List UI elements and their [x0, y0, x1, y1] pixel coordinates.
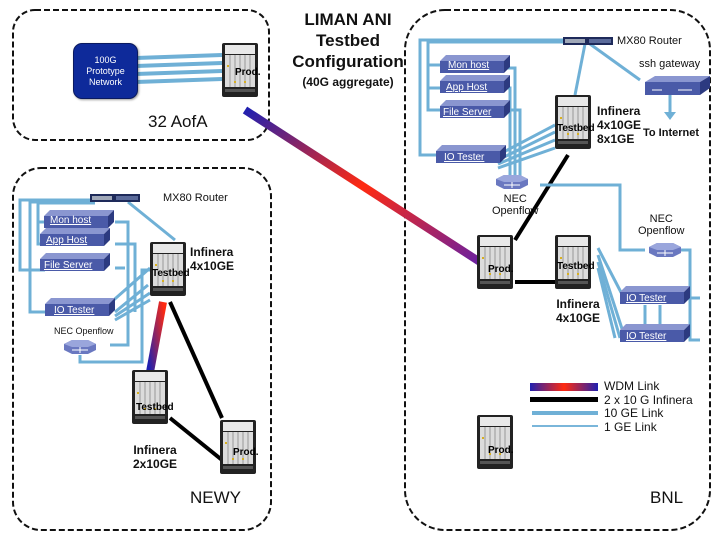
infinera-link-newy-1 [168, 301, 224, 419]
bnl-nec-openflow-switch-1[interactable] [495, 174, 529, 190]
wdm-link-newy-testbeds [146, 301, 167, 373]
bnl-testbed-top-chassis[interactable] [554, 94, 592, 150]
openflow-line: Openflow [638, 225, 685, 237]
bnl-mon-host-label: Mon host [448, 60, 490, 71]
arrow-to-internet [664, 112, 676, 120]
newy-ge-links [18, 198, 176, 364]
bnl-testbed-top-label: Testbed [557, 123, 595, 134]
ssh-gateway-device[interactable] [645, 76, 710, 95]
newy-mon-host-label: Mon host [50, 215, 92, 226]
site-label-bnl: BNL [650, 488, 684, 507]
bnl-io-tester-1-label: IO Tester [626, 293, 667, 304]
newy-file-server-label: File Server [44, 260, 93, 271]
newy-infinera-top-text: Infinera 4x10GE [190, 245, 234, 273]
bnl-prod-bottom-label: Prod. [488, 445, 514, 456]
bnl-ge-links [418, 38, 700, 342]
infinera-line: 8x1GE [597, 132, 635, 146]
bnl-io-tester-2-label: IO Tester [626, 331, 667, 342]
site-label-newy: NEWY [190, 488, 241, 507]
bnl-file-server-label: File Server [443, 107, 492, 118]
aofa-prod-label: Prod. [235, 67, 261, 78]
infinera-line: Infinera [597, 104, 641, 118]
legend-swatch-infinera [530, 397, 598, 402]
site-boundary-bnl [404, 9, 711, 531]
bnl-nec-openflow-switch-2[interactable] [648, 242, 682, 258]
bnl-nec-label-1: NEC Openflow [492, 193, 538, 217]
diagram-title: LIMAN ANI Testbed Configuration (40G agg… [283, 9, 413, 93]
bnl-prod-chassis[interactable] [476, 234, 514, 290]
newy-testbed-bottom-label: Testbed [136, 402, 174, 413]
infinera-line: 2x10GE [133, 457, 178, 471]
bnl-prod-bottom-chassis[interactable] [476, 414, 514, 470]
site-boundary-aofa [12, 9, 270, 141]
infinera-line: 4x10GE [190, 259, 235, 273]
nec-line: NEC [649, 213, 673, 225]
newy-nec-label: NEC Openflow [54, 326, 114, 336]
openflow-line: Openflow [492, 205, 539, 217]
infinera-link-bnl-1 [513, 153, 570, 242]
site-boundary-newy [12, 167, 272, 531]
legend-label-infinera: 2 x 10 G Infinera [604, 393, 693, 407]
infinera-line: Infinera [190, 245, 234, 259]
bnl-mx80-router[interactable] [563, 37, 613, 45]
bnl-app-host-label: App Host [446, 82, 488, 93]
newy-io-tester-label: IO Tester [54, 305, 95, 316]
bnl-mx80-label: MX80 Router [617, 35, 682, 47]
to-internet-label: To Internet [643, 127, 700, 139]
nec-line: NEC [503, 193, 527, 205]
bnl-testbed-mid-label: Testbed [557, 261, 595, 272]
legend-swatch-10ge [532, 411, 598, 415]
10ge-links-aofa [135, 53, 223, 84]
newy-app-host-label: App Host [46, 235, 88, 246]
prototype-network-node[interactable]: 100G Prototype Network [73, 43, 138, 99]
infinera-line: Infinera [133, 443, 177, 457]
legend-swatch-1ge [532, 425, 598, 427]
legend-label-10ge: 10 GE Link [604, 406, 664, 420]
legend-label-wdm: WDM Link [604, 379, 660, 393]
title-line-3: Configuration [292, 52, 404, 71]
newy-nec-openflow-switch[interactable] [63, 339, 97, 355]
newy-testbed-bottom-chassis[interactable] [131, 369, 169, 425]
newy-mx80-label: MX80 Router [163, 192, 228, 204]
infinera-link-newy-2 [168, 416, 224, 462]
bnl-nec-label-2: NEC Openflow [638, 213, 684, 237]
infinera-line: Infinera [556, 297, 600, 311]
infinera-line: 4x10GE [556, 311, 601, 325]
wdm-link-aofa-bnl [242, 106, 483, 266]
newy-infinera-bottom-text: Infinera 2x10GE [133, 443, 177, 471]
bnl-io-tester-label: IO Tester [444, 152, 485, 163]
prototype-line-2: Prototype [86, 65, 125, 76]
newy-mx80-router[interactable] [90, 194, 140, 202]
prototype-line-3: Network [88, 76, 122, 87]
title-line-1: LIMAN ANI [304, 10, 392, 29]
legend-label-1ge: 1 GE Link [604, 420, 657, 434]
newy-testbed-top-label: Testbed [152, 268, 190, 279]
title-line-2: Testbed [316, 31, 380, 50]
newy-prod-label: Prod. [233, 447, 259, 458]
bnl-prod-label: Prod. [488, 264, 514, 275]
legend-swatch-wdm [530, 383, 598, 391]
title-subtitle: (40G aggregate) [302, 75, 394, 89]
infinera-line: 4x10GE [597, 118, 642, 132]
prototype-line-1: 100G [94, 54, 117, 65]
ssh-gateway-label: ssh gateway [639, 58, 701, 70]
bnl-infinera-mid-text: Infinera 4x10GE [556, 297, 600, 325]
site-label-aofa: 32 AofA [148, 112, 208, 131]
bnl-infinera-top-text: Infinera 4x10GE 8x1GE [597, 104, 641, 146]
